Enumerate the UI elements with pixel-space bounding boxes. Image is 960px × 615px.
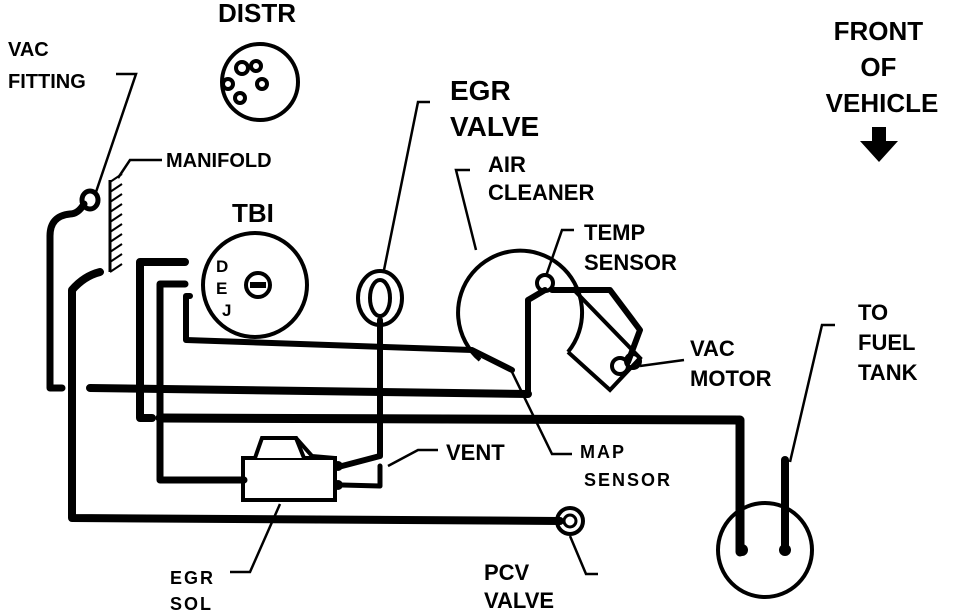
- fuel-tank-canister: [716, 501, 814, 599]
- vac-motor-label: VAC MOTOR: [690, 336, 772, 391]
- egr-valve: [356, 269, 404, 327]
- tbi-throttle-body: [201, 231, 309, 339]
- tbi-port-e: E: [216, 279, 227, 298]
- leader-lines: [94, 72, 835, 576]
- vacuum-hoses: [46, 200, 789, 557]
- distributor: [220, 42, 300, 122]
- manifold-label: MANIFOLD: [166, 150, 272, 172]
- temp-sensor-label: TEMP SENSOR: [584, 220, 677, 275]
- manifold-wall: [108, 173, 123, 273]
- vac-fitting: [79, 188, 101, 212]
- air-cleaner-label: AIR CLEANER: [488, 152, 594, 205]
- front-of-vehicle-label: FRONT OF VEHICLE: [826, 16, 939, 118]
- to-fuel-tank-label: TO FUEL TANK: [858, 300, 921, 385]
- tbi-port-j: J: [222, 301, 231, 320]
- map-sensor-label: MAP SENSOR: [580, 442, 672, 490]
- tbi-port-d: D: [216, 257, 228, 276]
- egr-solenoid: [241, 436, 343, 502]
- pcv-valve-label: PCV VALVE: [484, 560, 554, 613]
- vac-fitting-label: VAC FITTING: [8, 39, 86, 93]
- tbi-label: TBI: [232, 198, 274, 228]
- vent-label: VENT: [446, 440, 505, 465]
- egr-valve-label: EGR VALVE: [450, 75, 539, 142]
- distr-label: DISTR: [218, 0, 296, 28]
- arrow-down-icon: [860, 127, 898, 162]
- egr-sol-label: EGR SOL: [170, 568, 222, 614]
